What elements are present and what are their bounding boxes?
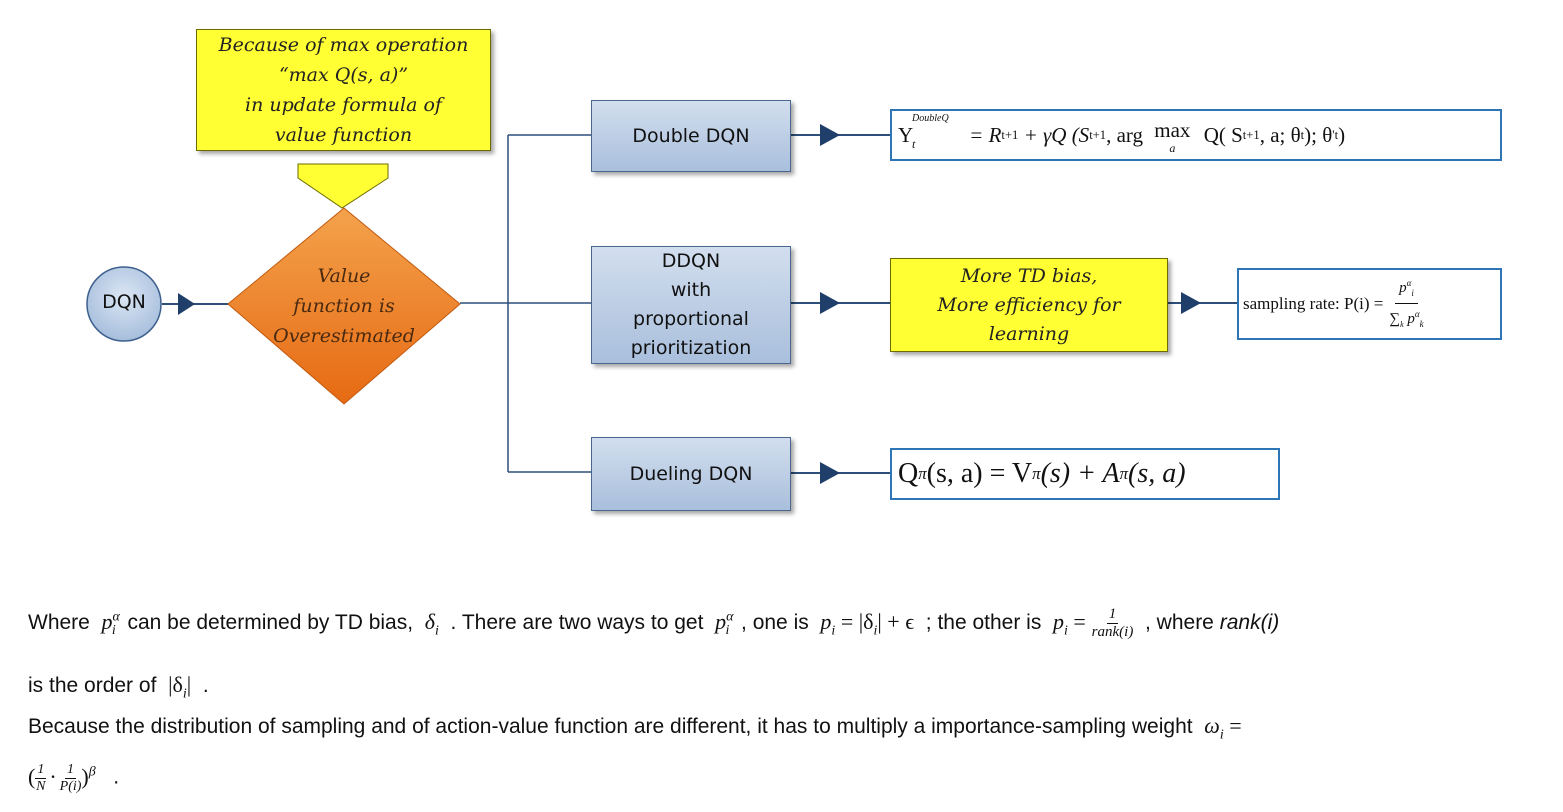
fq-tail2: ); θ bbox=[1304, 122, 1333, 147]
cause-line-1: Because of max operation bbox=[218, 34, 469, 56]
arrowhead bbox=[820, 292, 840, 314]
sampling-frac: pαi ∑k pαk bbox=[1389, 273, 1423, 335]
overestimated-label: Value function is Overestimated bbox=[254, 261, 434, 351]
p1-d: , one is bbox=[741, 611, 809, 635]
fq-tail: , a; θ bbox=[1259, 122, 1301, 147]
double-dqn-label: Double DQN bbox=[632, 124, 750, 147]
p1-e: ; the other is bbox=[925, 611, 1042, 635]
arrowhead bbox=[820, 124, 840, 146]
p3: Because the distribution of sampling and… bbox=[28, 715, 1193, 738]
ddqn-line-1: DDQN bbox=[661, 250, 721, 272]
ddqn-prop-box: DDQN with proportional prioritization bbox=[591, 246, 791, 364]
math-pi-eq2: pi = bbox=[1053, 609, 1086, 639]
sampling-den-p: p bbox=[1407, 311, 1415, 327]
sampling-num-sup: α bbox=[1406, 278, 1412, 288]
p1-f: , where bbox=[1145, 611, 1214, 635]
overestimated-line-3: Overestimated bbox=[273, 325, 415, 347]
overestimated-line-2: function is bbox=[293, 295, 395, 317]
dq-v-sup: π bbox=[1032, 464, 1041, 483]
fq-rhs: = R bbox=[969, 122, 1002, 147]
fq-max-sub: a bbox=[1169, 141, 1176, 155]
ddqn-line-2: with bbox=[670, 279, 712, 301]
fq-s-sub: t+1 bbox=[1089, 127, 1107, 142]
cause-line-2: “max Q(s, a)” bbox=[278, 64, 409, 86]
sampling-den-p-sup: α bbox=[1414, 309, 1420, 319]
fq-rhs-sub: t+1 bbox=[1001, 127, 1019, 142]
cause-line-3: in update formula of bbox=[245, 94, 442, 116]
arrowhead bbox=[820, 462, 840, 484]
p1-rank: rank(i) bbox=[1219, 611, 1280, 635]
p2-a: is the order of bbox=[28, 674, 157, 697]
fq-close: ) bbox=[1338, 122, 1346, 147]
math-pi-eq1: pi = |δi| + ϵ bbox=[820, 609, 915, 639]
double-dqn-box: Double DQN bbox=[591, 100, 791, 172]
dq-q: Q bbox=[898, 458, 919, 489]
td-bias-line-2: More efficiency for bbox=[937, 293, 1121, 316]
dueling-dqn-box: Dueling DQN bbox=[591, 437, 791, 511]
math-abs-delta: |δi| bbox=[168, 672, 192, 702]
fq-theta2-sup: ' bbox=[1332, 127, 1335, 142]
fq-q-sub: t+1 bbox=[1242, 127, 1260, 142]
para-line-2: is the order of |δi| . bbox=[28, 672, 209, 702]
sampling-label: sampling rate: P(i) = bbox=[1243, 294, 1384, 313]
dueling-dqn-label: Dueling DQN bbox=[629, 462, 753, 485]
sampling-num-p: p bbox=[1399, 280, 1407, 296]
fq-q: Q( S bbox=[1203, 122, 1243, 147]
p2-b: . bbox=[202, 674, 209, 697]
cause-line-4: value function bbox=[274, 124, 413, 146]
td-bias-line-1: More TD bias, bbox=[960, 264, 1098, 287]
diagram-connectors bbox=[86, 124, 1237, 484]
sampling-den-p-sub: k bbox=[1419, 319, 1424, 329]
dq-q-sup: π bbox=[918, 464, 927, 483]
sampling-den-sub: k bbox=[1400, 320, 1404, 329]
dqn-label: DQN bbox=[102, 291, 146, 313]
fq-rest: + γQ (S bbox=[1023, 122, 1090, 147]
fq-y-sup: DoubleQ bbox=[912, 112, 949, 124]
fq-max-word: max bbox=[1154, 118, 1191, 142]
ddqn-line-4: prioritization bbox=[630, 337, 752, 359]
sampling-num-sub: i bbox=[1411, 288, 1414, 298]
math-p-i-alpha-2: pαi bbox=[715, 609, 734, 639]
td-bias-note: More TD bias, More efficiency for learni… bbox=[890, 258, 1168, 352]
dq-args3: (s, a) bbox=[1128, 458, 1186, 489]
para-line-1: Where pαi can be determined by TD bias, … bbox=[28, 606, 1279, 641]
overestimated-line-1: Value bbox=[317, 265, 371, 287]
p4-end: . bbox=[113, 765, 120, 789]
fq-theta2-sub: t bbox=[1334, 127, 1339, 142]
cause-note: Because of max operation “max Q(s, a)” i… bbox=[196, 29, 491, 151]
fq-max: max a bbox=[1154, 118, 1191, 157]
para-line-3: Because the distribution of sampling and… bbox=[28, 713, 1242, 743]
cause-down-arrow bbox=[297, 163, 389, 209]
dq-args2: (s) + A bbox=[1040, 458, 1120, 489]
fq-theta-sub: t bbox=[1300, 127, 1305, 142]
sampling-num: pαi bbox=[1395, 273, 1418, 304]
dq-a-sup: π bbox=[1119, 464, 1129, 483]
arrowhead bbox=[178, 293, 195, 315]
math-omega: ωi = bbox=[1204, 713, 1242, 743]
math-p-i-alpha: pαi bbox=[101, 609, 120, 639]
sampling-formula: sampling rate: P(i) = pαi ∑k pαk bbox=[1237, 268, 1502, 340]
td-bias-line-3: learning bbox=[988, 322, 1070, 345]
math-delta-i: δi bbox=[424, 609, 439, 639]
p1-c: . There are two ways to get bbox=[450, 611, 704, 635]
fq-y-letter: Y bbox=[898, 122, 914, 147]
overestimated-diamond bbox=[227, 207, 461, 405]
sampling-den: ∑k pαk bbox=[1389, 304, 1423, 335]
ddqn-line-3: proportional bbox=[633, 308, 749, 330]
dq-args1: (s, a) = V bbox=[926, 458, 1033, 489]
dqn-circle bbox=[86, 266, 162, 342]
fq-y-sub: t bbox=[912, 136, 916, 151]
fq-arg: , arg bbox=[1106, 122, 1144, 147]
sampling-den-sum: ∑ bbox=[1389, 311, 1401, 327]
arrowhead bbox=[1181, 292, 1201, 314]
p1-b: can be determined by TD bias, bbox=[127, 611, 414, 635]
p1-a: Where bbox=[28, 611, 90, 635]
